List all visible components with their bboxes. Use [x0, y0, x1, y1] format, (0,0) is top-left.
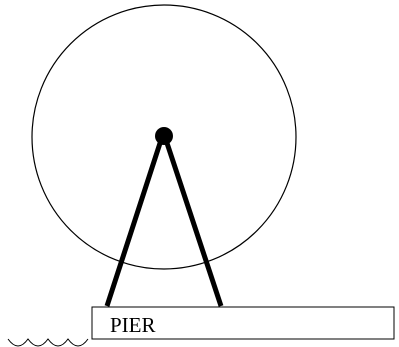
right-support-leg — [165, 137, 221, 306]
wheel-hub — [155, 127, 173, 145]
pier-label: PIER — [110, 313, 156, 337]
water-waves — [8, 339, 88, 346]
left-support-leg — [107, 137, 162, 306]
